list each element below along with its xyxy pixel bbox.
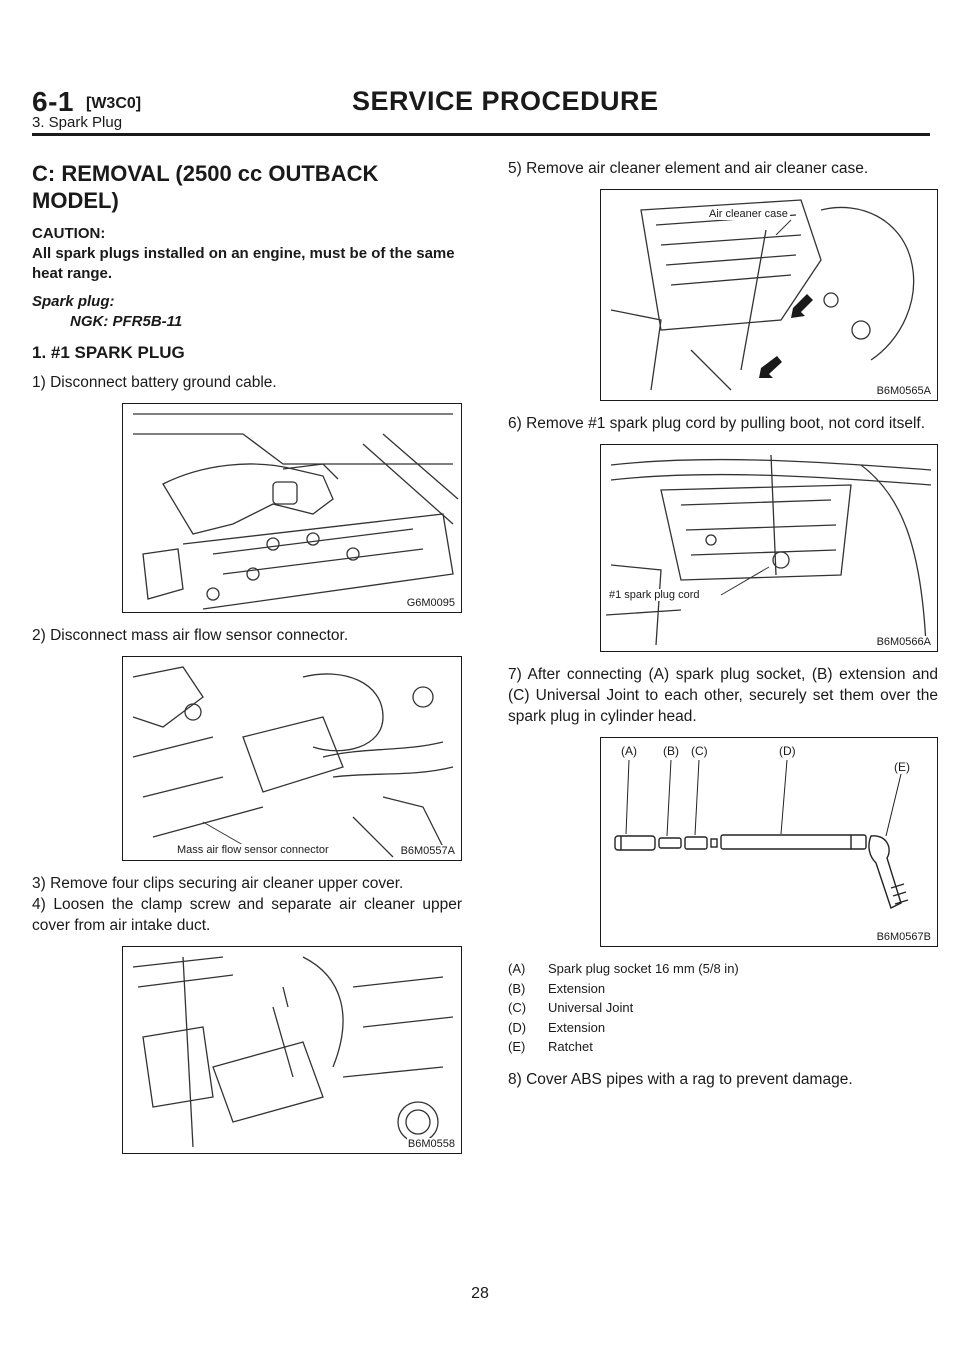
page-title: SERVICE PROCEDURE bbox=[352, 86, 659, 116]
air-cleaner-case-illustration bbox=[610, 199, 915, 391]
section-subtitle: 3. Spark Plug bbox=[32, 114, 123, 131]
figure-code: B6M0565A bbox=[875, 385, 932, 397]
subsection-title: 1. #1 SPARK PLUG bbox=[32, 343, 185, 362]
figure-code: B6M0557A bbox=[399, 845, 456, 857]
callout-d: (D) bbox=[777, 744, 798, 758]
spec-value: NGK: PFR5B-11 bbox=[70, 313, 183, 330]
section-title: C: REMOVAL (2500 cc OUTBACK MODEL) bbox=[32, 161, 379, 213]
figure-air-cleaner-cover: B6M0558 bbox=[122, 946, 462, 1154]
legend-item: (B) Extension bbox=[508, 979, 938, 999]
legend-text: Universal Joint bbox=[548, 1000, 634, 1015]
right-column: 5) Remove air cleaner element and air cl… bbox=[508, 158, 938, 1090]
left-column: C: REMOVAL (2500 cc OUTBACK MODEL) CAUTI… bbox=[32, 160, 462, 1166]
step-2: 2) Disconnect mass air flow sensor conne… bbox=[32, 627, 349, 644]
callout-label: #1 spark plug cord bbox=[607, 589, 702, 601]
callout-label: Air cleaner case bbox=[707, 208, 790, 220]
air-cleaner-illustration bbox=[132, 956, 454, 1148]
step-8: 8) Cover ABS pipes with a rag to prevent… bbox=[508, 1070, 853, 1088]
header-divider bbox=[32, 133, 930, 136]
spec-heading: Spark plug: bbox=[32, 293, 115, 310]
callout-b: (B) bbox=[661, 744, 681, 758]
legend-key: (C) bbox=[508, 1000, 527, 1015]
figure-code: B6M0558 bbox=[406, 1138, 456, 1150]
spark-plug-cord-illustration bbox=[605, 454, 932, 646]
callout-label: Mass air flow sensor connector bbox=[175, 844, 331, 856]
chapter-code: [W3C0] bbox=[86, 95, 142, 112]
figure-code: B6M0566A bbox=[875, 636, 932, 648]
figure-legend: (A) Spark plug socket 16 mm (5/8 in) (B)… bbox=[508, 959, 938, 1057]
callout-e: (E) bbox=[892, 760, 912, 774]
figure-maf-connector: Mass air flow sensor connector B6M0557A bbox=[122, 656, 462, 861]
legend-key: (A) bbox=[508, 961, 526, 976]
step-5: 5) Remove air cleaner element and air cl… bbox=[508, 160, 869, 177]
callout-a: (A) bbox=[619, 744, 639, 758]
step-7: 7) After connecting (A) spark plug socke… bbox=[508, 666, 938, 725]
figure-code: G6M0095 bbox=[405, 597, 456, 609]
step-4: 4) Loosen the clamp screw and separate a… bbox=[32, 896, 462, 934]
legend-key: (E) bbox=[508, 1039, 526, 1054]
figure-spark-plug-cord: #1 spark plug cord B6M0566A bbox=[600, 444, 938, 652]
figure-air-cleaner-case: Air cleaner case B6M0565A bbox=[600, 189, 938, 401]
chapter-number: 6-1 bbox=[32, 86, 74, 117]
step-6: 6) Remove #1 spark plug cord by pulling … bbox=[508, 415, 926, 432]
caution-heading: CAUTION: bbox=[32, 225, 106, 242]
figure-battery-ground-cable: G6M0095 bbox=[122, 403, 462, 613]
legend-item: (C) Universal Joint bbox=[508, 998, 938, 1018]
legend-text: Spark plug socket 16 mm (5/8 in) bbox=[548, 961, 739, 976]
page-number: 28 bbox=[471, 1285, 489, 1302]
legend-item: (E) Ratchet bbox=[508, 1037, 938, 1057]
figure-socket-tool-set: (A) (B) (C) (D) (E) B6M0567B bbox=[600, 737, 938, 947]
legend-text: Ratchet bbox=[548, 1039, 593, 1054]
step-3: 3) Remove four clips securing air cleane… bbox=[32, 875, 404, 892]
maf-illustration bbox=[132, 666, 454, 858]
legend-key: (D) bbox=[508, 1019, 527, 1035]
battery-illustration bbox=[133, 413, 459, 610]
legend-text: Extension bbox=[548, 1019, 606, 1035]
callout-c: (C) bbox=[689, 744, 710, 758]
tool-set-illustration bbox=[614, 759, 909, 909]
legend-key: (B) bbox=[508, 980, 526, 996]
figure-code: B6M0567B bbox=[875, 931, 932, 943]
legend-item: (A) Spark plug socket 16 mm (5/8 in) bbox=[508, 959, 938, 979]
page-header: 6-1 [W3C0] SERVICE PROCEDURE 3. Spark Pl… bbox=[32, 86, 930, 131]
step-1: 1) Disconnect battery ground cable. bbox=[32, 374, 277, 391]
caution-text: All spark plugs installed on an engine, … bbox=[32, 245, 455, 282]
legend-text: Extension bbox=[548, 980, 606, 996]
legend-item: (D) Extension bbox=[508, 1018, 938, 1038]
